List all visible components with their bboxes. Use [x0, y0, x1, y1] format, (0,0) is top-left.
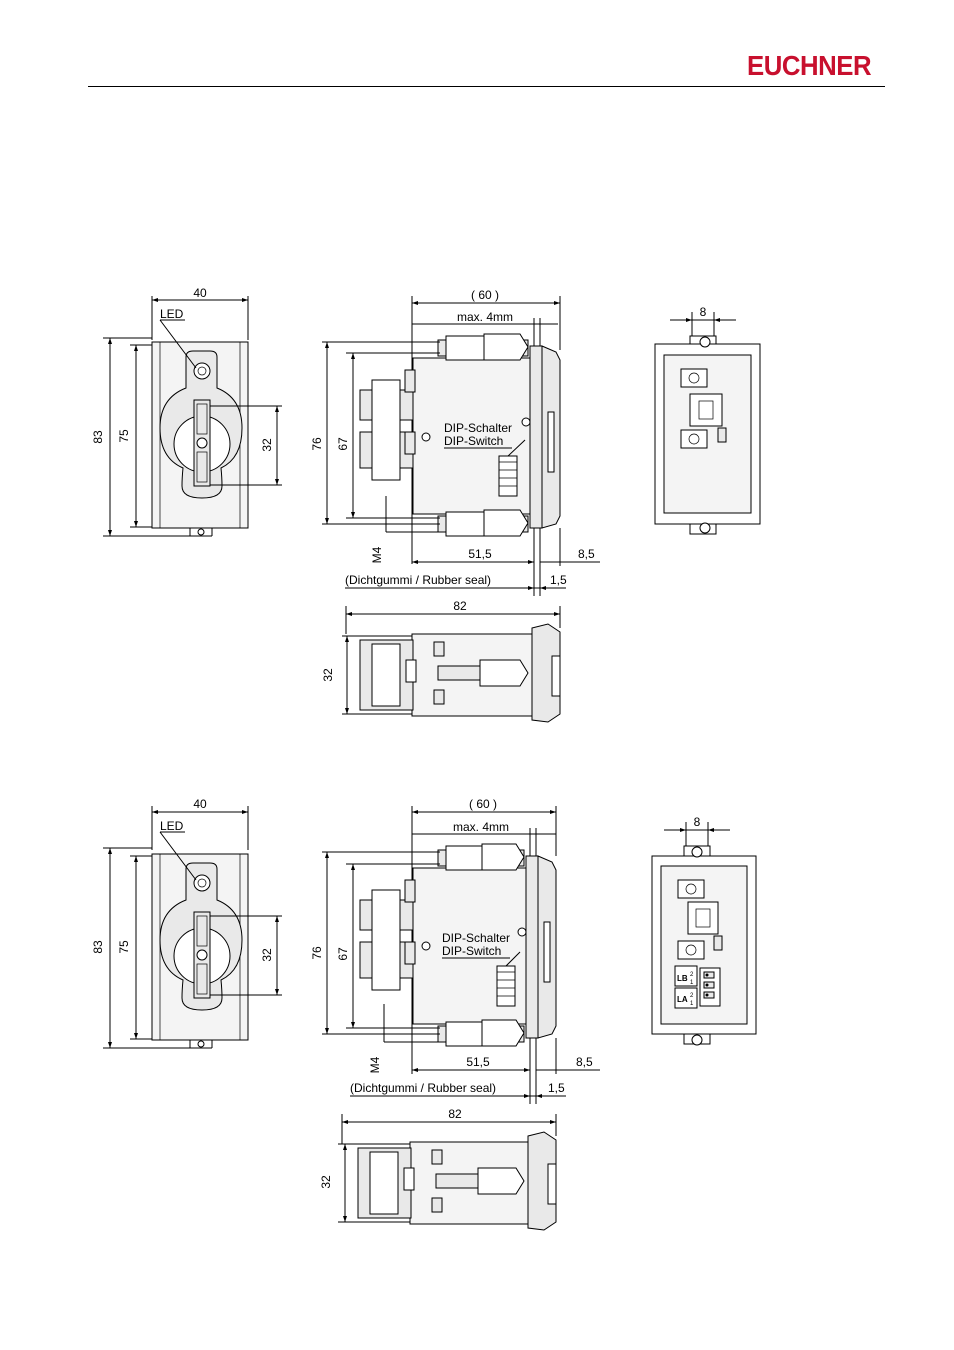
front-height-inner-dim: 75 [117, 429, 131, 443]
top-view-1: 82 32 [321, 599, 561, 723]
top-view-2: 82 32 [319, 1107, 557, 1231]
top-length-dim: 82 [448, 1107, 462, 1121]
side-height-inner-dim: 67 [336, 947, 350, 961]
front-width-dim: 40 [193, 286, 207, 300]
led-label: LED [160, 307, 184, 321]
depth-dim: ( 60 ) [469, 797, 497, 811]
top-height-dim: 32 [319, 1175, 333, 1189]
front-height-inner-dim: 75 [117, 940, 131, 954]
seal-thickness-dim: 1,5 [550, 573, 567, 587]
dip-label-en: DIP-Switch [442, 944, 501, 958]
seal-label: (Dichtgummi / Rubber seal) [350, 1081, 496, 1095]
connector-lb: LB [677, 974, 688, 983]
body-depth-dim: 51,5 [468, 547, 492, 561]
pin-number: 1 [690, 980, 694, 986]
euchner-logo: EUCHNER [747, 50, 872, 81]
body-depth-dim: 51,5 [466, 1055, 490, 1069]
seal-label: (Dichtgummi / Rubber seal) [345, 573, 491, 587]
depth-dim: ( 60 ) [471, 288, 499, 302]
front-view-1: 40 LED 83 [91, 286, 282, 537]
drawing-set-2: 40 LED 83 [91, 797, 757, 1231]
top-height-dim: 32 [321, 668, 335, 682]
back-view-1: 8 [654, 305, 761, 535]
side-height-outer-dim: 76 [310, 437, 324, 451]
screw-offset-dim: 8 [694, 815, 701, 829]
thread-label: M4 [370, 546, 384, 563]
connector-la: LA [677, 995, 688, 1004]
side-height-outer-dim: 76 [310, 946, 324, 960]
side-view-1: ( 60 ) max. 4mm [310, 288, 600, 596]
side-view-2: ( 60 ) max. 4mm [310, 797, 600, 1104]
screw-offset-dim: 8 [700, 305, 707, 319]
dip-label-en: DIP-Switch [444, 434, 503, 448]
front-depth-dim: 8,5 [578, 547, 595, 561]
header-rule [88, 86, 885, 87]
drawing-set-1: 40 LED 83 [91, 286, 761, 723]
top-length-dim: 82 [453, 599, 467, 613]
handle-height-dim: 32 [260, 438, 274, 452]
front-height-outer-dim: 83 [91, 940, 105, 954]
pin-number: 2 [690, 972, 694, 978]
max-label: max. 4mm [453, 820, 509, 834]
max-label: max. 4mm [457, 310, 513, 324]
front-height-outer-dim: 83 [91, 430, 105, 444]
back-view-2: 8 LB LA 2 1 2 1 [651, 815, 757, 1046]
thread-label: M4 [368, 1056, 382, 1073]
seal-thickness-dim: 1,5 [548, 1081, 565, 1095]
pin-number: 1 [690, 1001, 694, 1007]
pin-number: 2 [690, 993, 694, 999]
led-label: LED [160, 819, 184, 833]
dip-label-de: DIP-Schalter [442, 931, 510, 945]
dip-label-de: DIP-Schalter [444, 421, 512, 435]
side-height-inner-dim: 67 [336, 437, 350, 451]
handle-height-dim: 32 [260, 948, 274, 962]
front-view-2: 40 LED 83 [91, 797, 282, 1049]
front-depth-dim: 8,5 [576, 1055, 593, 1069]
front-width-dim: 40 [193, 797, 207, 811]
